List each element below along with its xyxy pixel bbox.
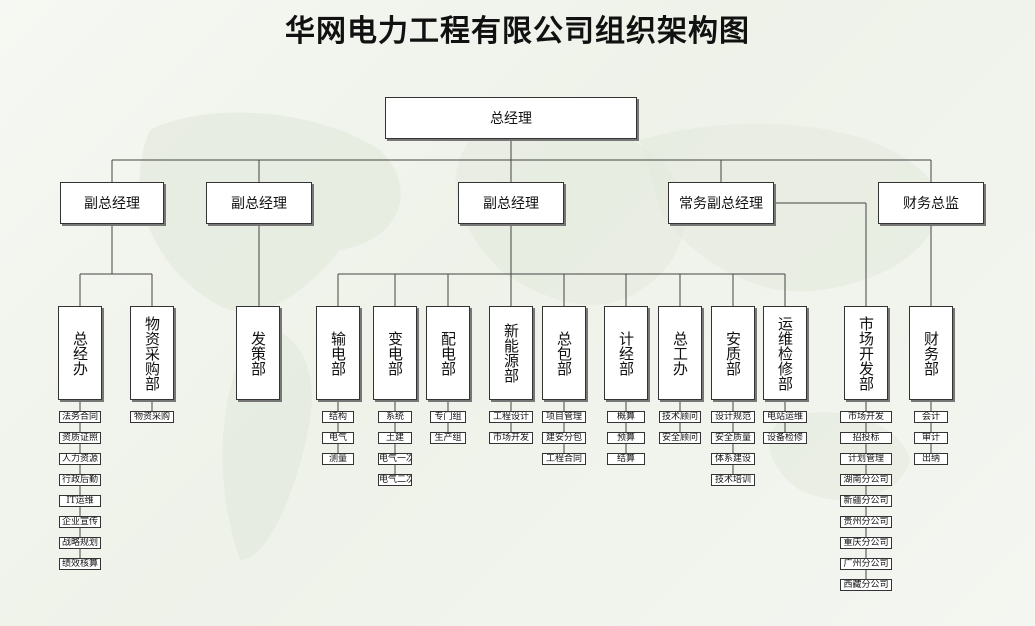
- sub-unit-item: 电气: [322, 432, 354, 444]
- sub-unit-item: 结构: [322, 411, 354, 423]
- department-box: 发策部: [236, 306, 280, 400]
- role-cfo: 财务总监: [878, 182, 984, 224]
- role-deputy-gm-2: 副总经理: [206, 182, 312, 224]
- sub-unit-item: 概算: [607, 411, 645, 423]
- sub-unit-item: 行政后勤: [59, 474, 101, 486]
- sub-unit-item: 重庆分公司: [840, 537, 892, 549]
- department-box: 输电部: [316, 306, 360, 400]
- sub-unit-item: 土建: [378, 432, 412, 444]
- sub-unit-item: 工程设计: [489, 411, 533, 423]
- sub-unit-item: 预算: [607, 432, 645, 444]
- department-box: 安质部: [711, 306, 755, 400]
- sub-unit-item: 测量: [322, 453, 354, 465]
- sub-unit-item: 电气二次: [378, 474, 412, 486]
- sub-unit-item: 安全质量: [711, 432, 755, 444]
- sub-unit-item: 设备检修: [763, 432, 807, 444]
- sub-unit-item: 项目管理: [542, 411, 586, 423]
- department-box: 计经部: [604, 306, 648, 400]
- sub-unit-item: 建安分包: [542, 432, 586, 444]
- sub-unit-item: 市场开发: [840, 411, 892, 423]
- department-box: 配电部: [426, 306, 470, 400]
- sub-unit-item: 广州分公司: [840, 558, 892, 570]
- sub-unit-item: 出纳: [914, 453, 948, 465]
- department-box: 变电部: [373, 306, 417, 400]
- department-box: 财务部: [909, 306, 953, 400]
- department-box: 总包部: [542, 306, 586, 400]
- sub-unit-item: 市场开发: [489, 432, 533, 444]
- sub-unit-item: 招投标: [840, 432, 892, 444]
- sub-unit-item: 电气一次: [378, 453, 412, 465]
- sub-unit-item: 安全顾问: [659, 432, 701, 444]
- sub-unit-item: 法务合同: [59, 411, 101, 423]
- sub-unit-item: 技术顾问: [659, 411, 701, 423]
- department-box: 新能源部: [489, 306, 533, 400]
- sub-unit-item: 战略规划: [59, 537, 101, 549]
- role-deputy-gm-1: 副总经理: [60, 182, 164, 224]
- sub-unit-item: 电站运维: [763, 411, 807, 423]
- sub-unit-item: 结算: [607, 453, 645, 465]
- sub-unit-item: 企业宣传: [59, 516, 101, 528]
- sub-unit-item: 物资采购: [130, 411, 174, 423]
- sub-unit-item: 西藏分公司: [840, 579, 892, 591]
- sub-unit-item: 新疆分公司: [840, 495, 892, 507]
- sub-unit-item: IT运维: [59, 495, 101, 507]
- sub-unit-item: 工程合同: [542, 453, 586, 465]
- sub-unit-item: 审计: [914, 432, 948, 444]
- ceo-box: 总经理: [385, 97, 637, 139]
- sub-unit-item: 专门组: [430, 411, 466, 423]
- department-box: 市场开发部: [844, 306, 888, 400]
- sub-unit-item: 设计规范: [711, 411, 755, 423]
- chart-title: 华网电力工程有限公司组织架构图: [285, 14, 750, 49]
- sub-unit-item: 生产组: [430, 432, 466, 444]
- sub-unit-item: 技术培训: [711, 474, 755, 486]
- department-box: 物资采购部: [130, 306, 174, 400]
- department-box: 总工办: [658, 306, 702, 400]
- department-box: 运维检修部: [763, 306, 807, 400]
- role-executive-deputy-gm: 常务副总经理: [668, 182, 774, 224]
- sub-unit-item: 资质证照: [59, 432, 101, 444]
- sub-unit-item: 人力资源: [59, 453, 101, 465]
- sub-unit-item: 绩效核算: [59, 558, 101, 570]
- sub-unit-item: 体系建设: [711, 453, 755, 465]
- sub-unit-item: 贵州分公司: [840, 516, 892, 528]
- sub-unit-item: 湖南分公司: [840, 474, 892, 486]
- department-box: 总经办: [58, 306, 102, 400]
- sub-unit-item: 会计: [914, 411, 948, 423]
- sub-unit-item: 系统: [378, 411, 412, 423]
- role-deputy-gm-3: 副总经理: [458, 182, 564, 224]
- sub-unit-item: 计划管理: [840, 453, 892, 465]
